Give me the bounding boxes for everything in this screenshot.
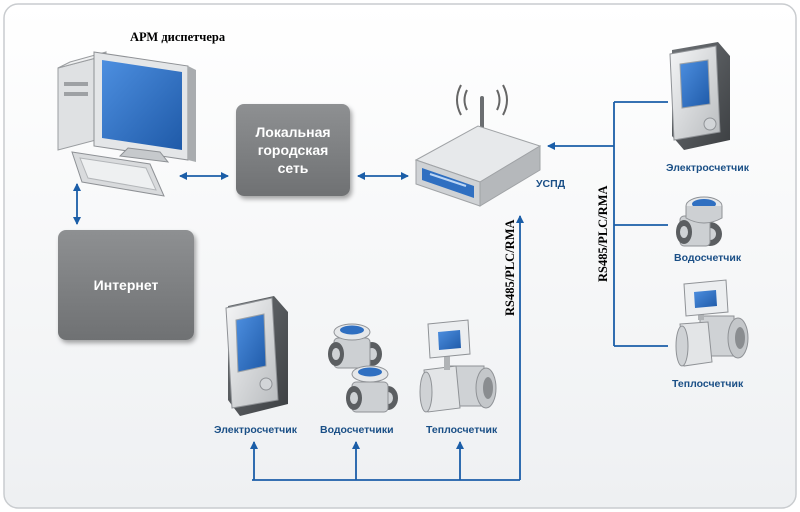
lan-label-line-2: городская [257,142,329,158]
background-panel [3,3,797,509]
heat-meter-icon [675,279,749,367]
right-water-label: Водосчетчик [674,252,742,264]
right-bus-label: RS485/PLC/RMA [596,185,610,282]
workstation-icon [57,51,196,197]
water-meter-icon [676,196,723,247]
lan-label-line-1: Локальная [255,124,331,140]
water-meters-bottom-icon [328,323,398,413]
electricity-meter-bottom-icon [225,296,288,416]
bottom-water-label: Водосчетчики [320,424,394,436]
electricity-meter-icon [669,42,730,150]
workstation-label: АРМ диспетчера [130,30,226,44]
connection-lines [73,101,668,481]
bottom-heat-label: Теплосчетчик [426,424,498,436]
right-heat-label: Теплосчетчик [672,378,744,390]
center-bus-label: RS485/PLC/RMA [503,219,517,316]
uspd-label: УСПД [536,178,566,190]
lan-box: Локальная городская сеть [236,104,350,196]
lan-label-line-3: сеть [277,160,309,176]
bottom-electric-label: Электросчетчик [214,424,297,436]
uspd-router-icon [414,84,542,207]
internet-label: Интернет [93,277,159,293]
internet-box: Интернет [58,230,194,340]
heat-meter-bottom-icon [419,319,497,413]
right-electric-label: Электросчетчик [666,162,749,174]
